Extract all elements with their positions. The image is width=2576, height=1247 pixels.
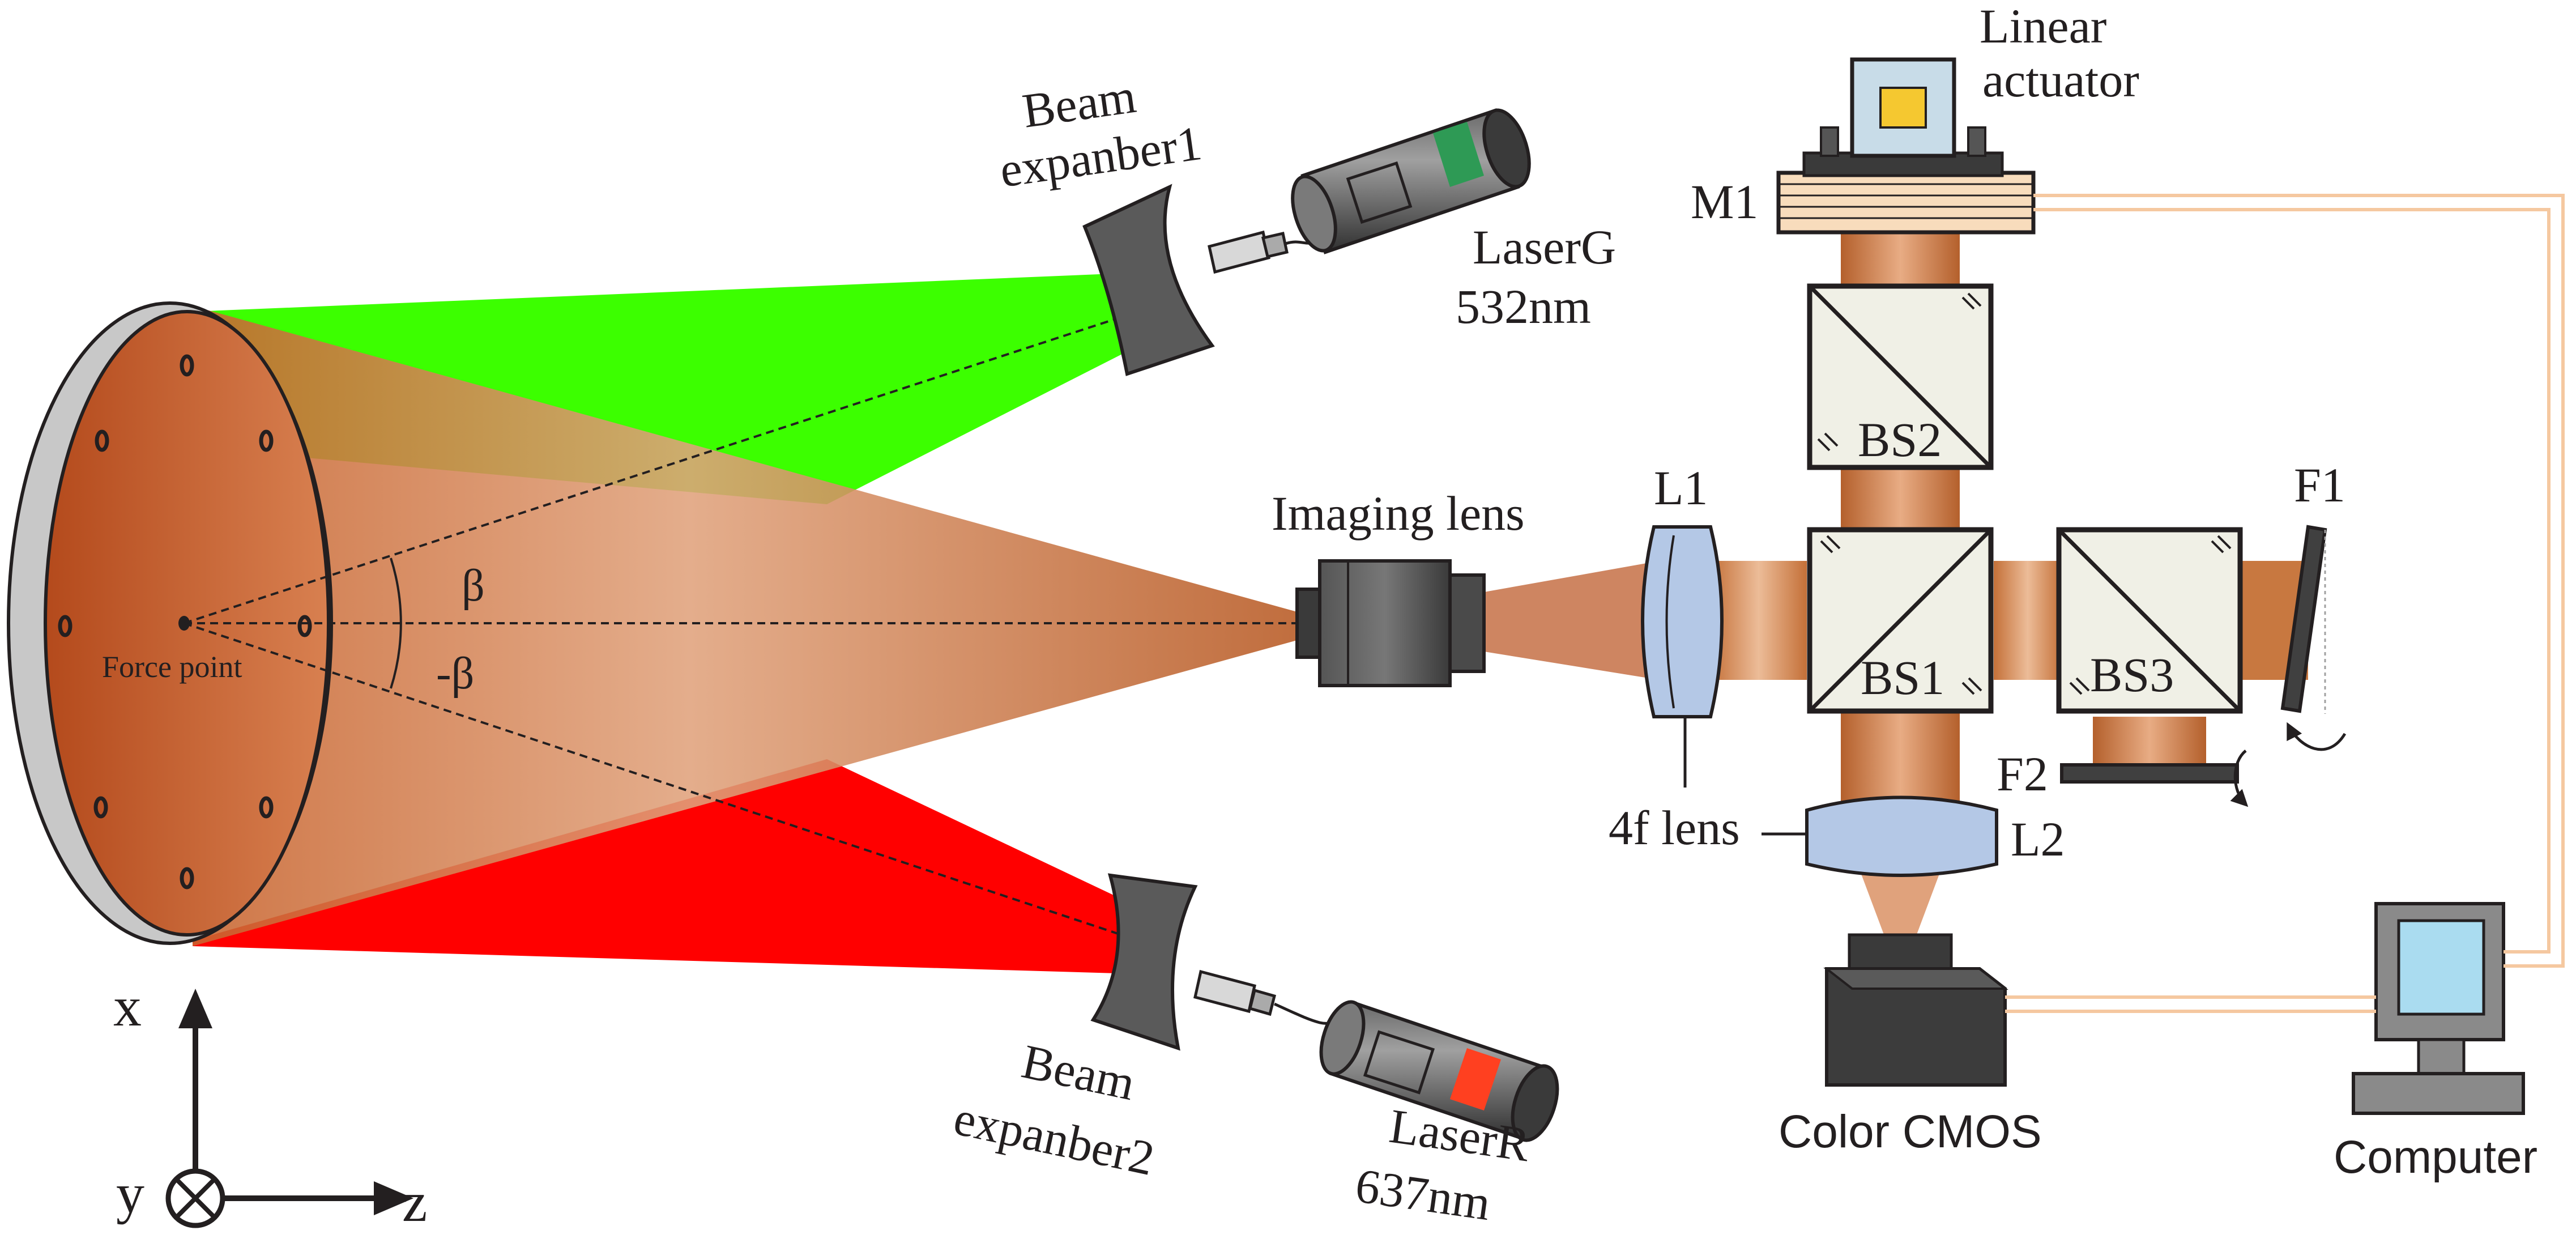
- cables: [2005, 194, 2565, 1013]
- beam-bs3-to-f2: [2093, 717, 2206, 765]
- bs3-label: BS3: [2090, 648, 2174, 702]
- laser-g-label: LaserG: [1473, 220, 1616, 274]
- x-axis-label: x: [113, 975, 142, 1038]
- y-axis-label: y: [116, 1162, 144, 1225]
- angle-guide-lines: [184, 305, 1297, 947]
- lens-l1: [1641, 525, 1724, 718]
- laser-g: [1291, 108, 1531, 254]
- beam-l2-to-cmos: [1861, 873, 1940, 940]
- computer-label: Computer: [2334, 1131, 2537, 1183]
- linear-actuator-label-line2: actuator: [1982, 53, 2139, 107]
- z-axis-label: z: [402, 1171, 427, 1233]
- minus-beta-label: -β: [436, 649, 474, 699]
- beam-splitter-bs2: [1807, 283, 1994, 470]
- imaging-lens: [1295, 559, 1486, 687]
- f1-label: F1: [2294, 458, 2345, 512]
- laser-r-head: [1193, 969, 1256, 1014]
- beam-imaging-to-l1: [1484, 561, 1660, 680]
- laser-r-wavelength: 637nm: [1352, 1158, 1494, 1231]
- angle-arc: [390, 557, 402, 689]
- l2-label: L2: [2011, 812, 2065, 866]
- l1-label: L1: [1654, 461, 1708, 515]
- f2-label: F2: [1997, 747, 2048, 801]
- beam-bs2-to-m1: [1841, 232, 1960, 289]
- beam-expander1: [1082, 184, 1215, 376]
- laser-g-connector: [1261, 231, 1289, 259]
- beam-splitter-bs1: [1807, 527, 1994, 714]
- z-axis-arrowhead: [374, 1181, 413, 1215]
- beta-label: β: [462, 561, 485, 611]
- laser-r-color-band: [1450, 1048, 1501, 1110]
- bs2-label: BS2: [1858, 412, 1942, 467]
- m1-label: M1: [1691, 175, 1758, 229]
- mirror-f1: [2280, 525, 2327, 713]
- f1-tilt-arrow: [2287, 722, 2347, 751]
- laser-g-color-band: [1433, 122, 1484, 187]
- lens-l2: [1805, 795, 1998, 877]
- color-cmos-label: Color CMOS: [1779, 1106, 2042, 1157]
- laser-g-head: [1208, 230, 1270, 274]
- beam-splitter-bs3: [2056, 527, 2243, 714]
- computer: [2352, 902, 2525, 1115]
- linear-actuator-label-line1: Linear: [1980, 0, 2106, 53]
- coordinate-axes: [165, 989, 413, 1228]
- red-illumination-beam: [193, 759, 1155, 974]
- f2-rotation-arrow: [2230, 750, 2249, 807]
- plate-bolt-holes: [58, 354, 312, 890]
- color-cmos-camera: [1823, 933, 2008, 1087]
- object-light-cone: [193, 306, 1297, 946]
- beam-bs1-to-l2: [1841, 711, 1960, 807]
- beam-bs1-to-bs3: [1994, 561, 2062, 680]
- beam-l1-to-bs1: [1711, 561, 1807, 680]
- linear-actuator: [1802, 57, 2004, 177]
- lens-l1-inner-line: [1665, 535, 1675, 709]
- beam-expander2-label-line1: Beam: [1017, 1034, 1140, 1111]
- beam-expander2: [1090, 873, 1198, 1051]
- laser-g-wavelength: 532nm: [1456, 279, 1591, 334]
- beam-bs1-to-bs2: [1841, 467, 1960, 530]
- laser-r-connector: [1248, 988, 1277, 1016]
- imaging-lens-label: Imaging lens: [1272, 486, 1525, 540]
- x-axis-arrowhead: [178, 989, 212, 1028]
- four-f-lens-label: 4f lens: [1609, 801, 1740, 855]
- mirror-m1: [1776, 171, 2036, 235]
- laser-r: [1319, 1000, 1559, 1142]
- force-point-label: Force point: [102, 650, 242, 684]
- bs1-label: BS1: [1861, 650, 1944, 705]
- mirror-f2: [2060, 763, 2239, 784]
